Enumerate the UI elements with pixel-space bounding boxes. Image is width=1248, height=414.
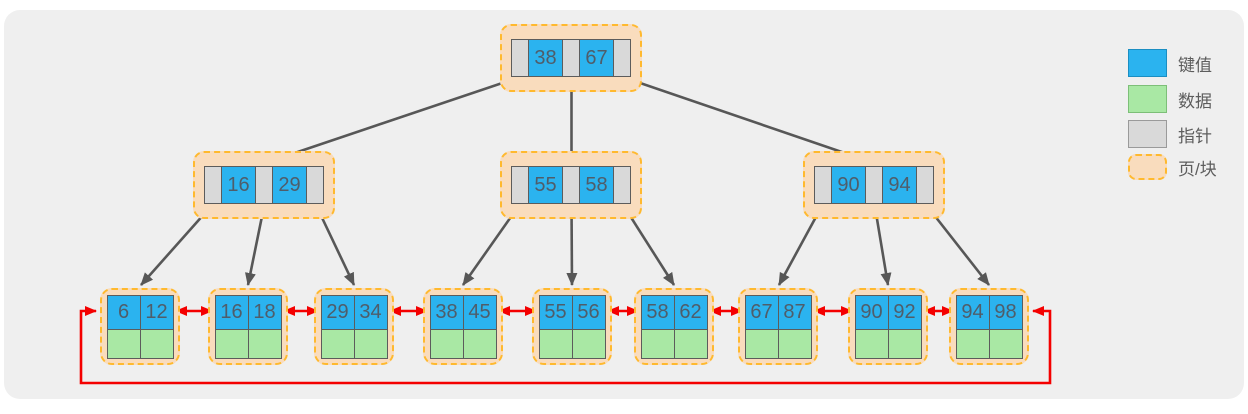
leaf-page-8: 90 92 xyxy=(848,288,928,365)
root-node: 38 67 xyxy=(511,39,631,77)
key-cell: 55 xyxy=(528,166,563,204)
data-cell xyxy=(429,328,464,359)
pointer-cell xyxy=(511,39,529,77)
key-cell: 58 xyxy=(579,166,614,204)
key-cell: 98 xyxy=(988,294,1023,330)
leaf-node: 16 18 xyxy=(214,294,282,359)
pointer-cell xyxy=(562,166,580,204)
data-cell xyxy=(538,328,573,359)
pointer-cell xyxy=(562,39,580,77)
data-cell xyxy=(353,328,388,359)
data-cell xyxy=(777,328,812,359)
data-cell xyxy=(320,328,355,359)
data-cell xyxy=(214,328,249,359)
leaf-node: 58 62 xyxy=(640,294,708,359)
leaf-node: 38 45 xyxy=(429,294,497,359)
pointer-cell xyxy=(916,166,934,204)
data-cell xyxy=(106,328,141,359)
key-cell: 94 xyxy=(882,166,917,204)
key-cell: 45 xyxy=(462,294,497,330)
key-cell: 67 xyxy=(744,294,779,330)
data-cell xyxy=(139,328,174,359)
internal-node: 16 29 xyxy=(204,166,324,204)
internal-node: 55 58 xyxy=(511,166,631,204)
internal-page-3: 90 94 xyxy=(803,151,945,219)
data-cell xyxy=(955,328,990,359)
leaf-node: 6 12 xyxy=(106,294,174,359)
legend-label: 指针 xyxy=(1178,126,1212,146)
root-page: 38 67 xyxy=(500,24,642,92)
pointer-cell xyxy=(306,166,324,204)
pointer-cell xyxy=(865,166,883,204)
leaf-page-2: 16 18 xyxy=(208,288,288,365)
internal-page-2: 55 58 xyxy=(500,151,642,219)
legend-label: 键值 xyxy=(1178,55,1212,75)
leaf-page-3: 29 34 xyxy=(314,288,394,365)
key-cell: 87 xyxy=(777,294,812,330)
data-cell xyxy=(887,328,922,359)
pointer-cell xyxy=(511,166,529,204)
leaf-page-9: 94 98 xyxy=(949,288,1029,365)
legend-label: 页/块 xyxy=(1178,159,1217,179)
key-cell: 55 xyxy=(538,294,573,330)
leaf-node: 29 34 xyxy=(320,294,388,359)
key-cell: 62 xyxy=(673,294,708,330)
data-cell xyxy=(247,328,282,359)
leaf-node: 90 92 xyxy=(854,294,922,359)
leaf-node: 55 56 xyxy=(538,294,606,359)
key-cell: 29 xyxy=(272,166,307,204)
leaf-page-4: 38 45 xyxy=(423,288,503,365)
key-cell: 29 xyxy=(320,294,355,330)
pointer-swatch xyxy=(1128,120,1167,148)
data-cell xyxy=(640,328,675,359)
key-cell: 90 xyxy=(854,294,889,330)
legend-item-pointer: 指针 xyxy=(1128,120,1212,148)
pointer-cell xyxy=(814,166,832,204)
legend-label: 数据 xyxy=(1178,91,1212,111)
leaf-page-5: 55 56 xyxy=(532,288,612,365)
key-cell: 92 xyxy=(887,294,922,330)
leaf-node: 94 98 xyxy=(955,294,1023,359)
legend-item-page: 页/块 xyxy=(1128,154,1217,180)
pointer-cell xyxy=(613,166,631,204)
key-cell: 6 xyxy=(106,294,141,330)
key-cell: 38 xyxy=(528,39,563,77)
key-cell: 67 xyxy=(579,39,614,77)
data-cell xyxy=(744,328,779,359)
key-cell: 56 xyxy=(571,294,606,330)
key-cell: 90 xyxy=(831,166,866,204)
key-cell: 12 xyxy=(139,294,174,330)
pointer-cell xyxy=(255,166,273,204)
leaf-node: 67 87 xyxy=(744,294,812,359)
leaf-page-7: 67 87 xyxy=(738,288,818,365)
pointer-cell xyxy=(204,166,222,204)
key-cell: 16 xyxy=(221,166,256,204)
internal-page-1: 16 29 xyxy=(193,151,335,219)
key-cell: 58 xyxy=(640,294,675,330)
key-cell: 94 xyxy=(955,294,990,330)
internal-node: 90 94 xyxy=(814,166,934,204)
legend-item-data: 数据 xyxy=(1128,85,1212,113)
data-swatch xyxy=(1128,85,1167,113)
data-cell xyxy=(854,328,889,359)
leaf-page-6: 58 62 xyxy=(634,288,714,365)
leaf-page-1: 6 12 xyxy=(100,288,180,365)
data-cell xyxy=(988,328,1023,359)
key-cell: 18 xyxy=(247,294,282,330)
legend-item-key: 键值 xyxy=(1128,49,1212,77)
key-cell: 38 xyxy=(429,294,464,330)
key-swatch xyxy=(1128,49,1167,77)
pointer-cell xyxy=(613,39,631,77)
data-cell xyxy=(462,328,497,359)
key-cell: 34 xyxy=(353,294,388,330)
data-cell xyxy=(673,328,708,359)
key-cell: 16 xyxy=(214,294,249,330)
page-swatch xyxy=(1128,154,1167,180)
data-cell xyxy=(571,328,606,359)
